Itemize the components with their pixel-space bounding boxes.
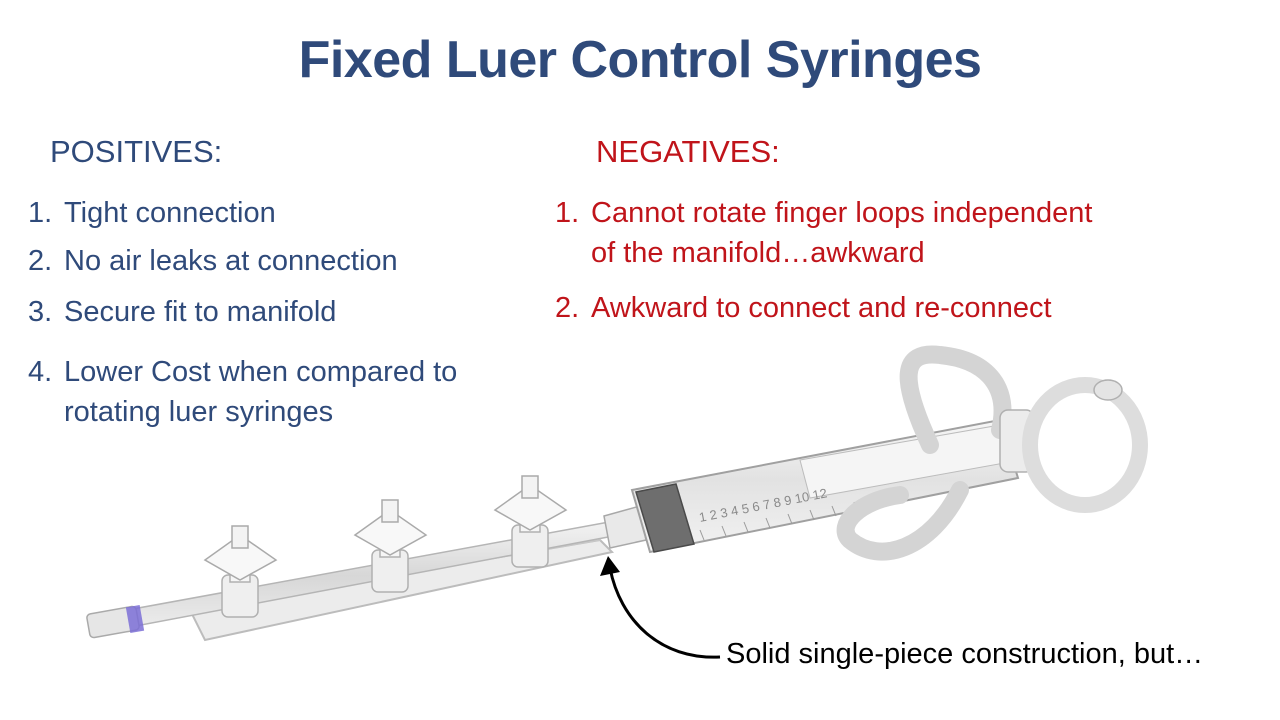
negative-item-2: 2.Awkward to connect and re-connect [555,292,1052,324]
positive-item-1: 1.Tight connection [28,197,276,229]
positive-item-4: 4.Lower Cost when compared to rotating l… [28,356,458,428]
annotation-arrow [600,556,721,659]
stopcock-2 [353,499,428,593]
slide-title: Fixed Luer Control Syringes [298,31,982,89]
finger-loops [836,345,1012,561]
stopcock-1 [203,525,278,618]
thumb-ring [999,377,1148,513]
positive-item-3: 3.Secure fit to manifold [28,296,337,328]
positives-heading: POSITIVES: [50,134,223,169]
control-syringe: 1 2 3 4 5 6 7 8 9 10 12 [603,345,1148,561]
positive-item-2: 2.No air leaks at connection [28,245,398,277]
luer-connector [86,604,145,639]
negatives-heading: NEGATIVES: [596,134,780,169]
illustration-caption: Solid single-piece construction, but… [726,638,1204,670]
negative-item-1: 1.Cannot rotate finger loops independent… [555,197,1093,269]
stopcock-3 [493,475,568,568]
